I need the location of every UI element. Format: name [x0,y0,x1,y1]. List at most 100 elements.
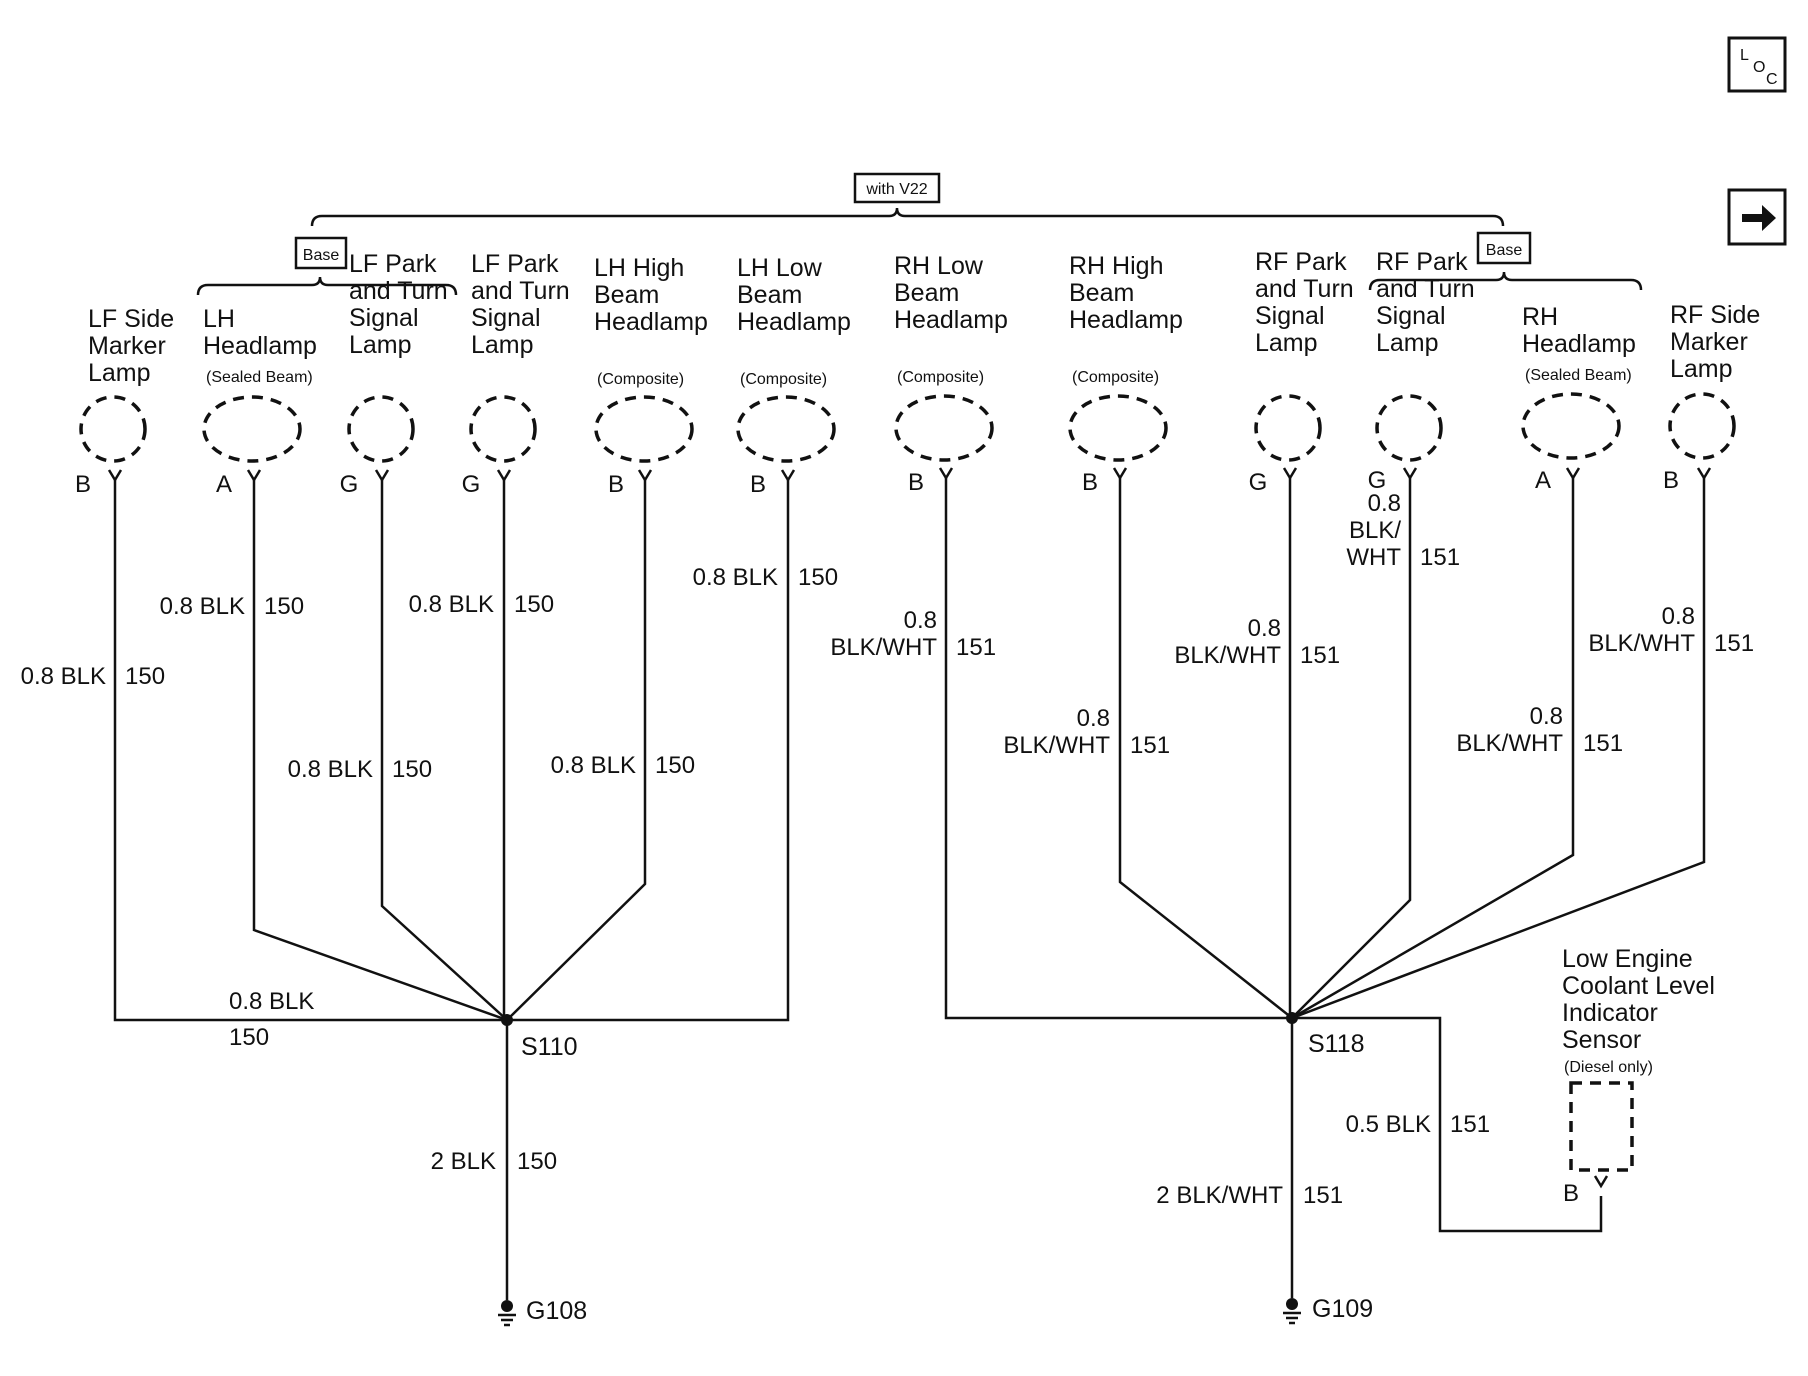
ground-node [501,1300,513,1312]
terminal-symbol [1282,467,1298,481]
base-right-option-box: Base [1476,231,1532,265]
component-label: Lamp [1255,329,1318,357]
component-label: RF Side [1670,301,1760,329]
wire-color-label: BLK/WHT [1588,630,1695,657]
connector-pin-label: G [462,471,481,498]
component-label: and Turn [1255,275,1354,303]
lamp-symbol [736,395,836,463]
arrow-right-icon[interactable] [1727,188,1787,246]
connector-pin-label: B [75,471,91,498]
wire-circuit-number: 150 [229,1024,269,1051]
wire-color-label: BLK/WHT [830,634,937,661]
lamp-symbol [594,395,694,463]
wire-color-label: 2 BLK [431,1148,496,1175]
loc-icon-letter-l: L [1740,47,1749,64]
splice-s110-dot [501,1014,513,1026]
terminal-symbol [496,469,512,483]
connector-pin-label: B [1663,467,1679,494]
lamp-symbol [347,395,415,463]
wire-color-label: 0.8 [1662,603,1695,630]
terminal-symbol [1112,467,1128,481]
wire-rh-headlamp-sealed [1291,478,1575,1020]
component-sublabel: (Composite) [897,369,984,386]
lamp-symbol [1254,394,1322,462]
lamp-symbol [1521,392,1621,460]
wire-color-label: 0.8 BLK [551,752,636,779]
with-v22-bracket [310,207,1505,227]
terminal-symbol [374,469,390,483]
wire-circuit-number: 151 [1303,1182,1343,1209]
terminal-symbol [246,469,262,483]
component-label: RF Park [1376,248,1468,276]
wire-rh-high-beam [1118,478,1293,1019]
lamp-symbol [469,395,537,463]
component-sublabel: (Diesel only) [1564,1059,1653,1076]
wire-circuit-number: 151 [1300,642,1340,669]
component-sublabel: (Composite) [597,371,684,388]
component-sublabel: (Composite) [740,371,827,388]
component-label: Coolant Level [1562,972,1715,1000]
base-left-option-box-text: Base [303,247,340,264]
loc-icon-letter-o: O [1753,59,1765,76]
component-label: RH [1522,303,1558,331]
terminal-symbol [780,469,796,483]
base-right-option-box-frame [1476,231,1532,265]
component-label: Headlamp [1522,330,1636,358]
wire-circuit-number: 150 [517,1148,557,1175]
wire-circuit-number: 151 [1583,730,1623,757]
component-label: Signal [1255,302,1325,330]
component-label: Beam [1069,279,1134,307]
wire-color-label: 0.8 BLK [409,591,494,618]
arrow-right-glyph [1742,205,1776,231]
lamp-symbol [202,395,302,463]
component-label: Indicator [1562,999,1658,1027]
wire-color-label: 0.5 BLK [1346,1111,1431,1138]
splice-s118-label: S118 [1308,1030,1365,1058]
connector-pin-label: G [1368,467,1387,494]
terminal-symbol [107,469,123,483]
terminal-symbol [938,467,954,481]
connector-pin-label: B [608,471,624,498]
wire-lh-headlamp-sealed [252,480,508,1022]
component-label: Lamp [1670,355,1733,383]
component-label: Marker [1670,328,1748,356]
base-left-option-box-frame [294,236,348,270]
loc-icon[interactable]: LOC [1727,36,1787,93]
component-label: and Turn [471,277,570,305]
wire-label-g108-feed: 2 BLK 150 [431,1148,557,1175]
wire-label-sensor-feed: 0.5 BLK 151 [1346,1111,1490,1138]
component-sublabel: (Sealed Beam) [1525,367,1632,384]
wire-color-label: 0.8 BLK [693,564,778,591]
connector-pin-label: G [340,471,359,498]
wire-color-label: BLK/WHT [1003,732,1110,759]
wire-color-label: 0.8 [904,607,937,634]
wire-lf-park-turn-base [380,480,508,1021]
loc-icon-letter-c: C [1766,71,1778,88]
ground-g109-label: G109 [1312,1295,1373,1323]
wire-circuit-number: 151 [1450,1111,1490,1138]
component-label: Headlamp [737,308,851,336]
connector-pin-label: B [1563,1180,1579,1207]
component-label: Beam [594,281,659,309]
component-label: Beam [737,281,802,309]
lamp-symbol [894,394,994,462]
component-label: Beam [894,279,959,307]
wire-color-label: 2 BLK/WHT [1156,1182,1283,1209]
